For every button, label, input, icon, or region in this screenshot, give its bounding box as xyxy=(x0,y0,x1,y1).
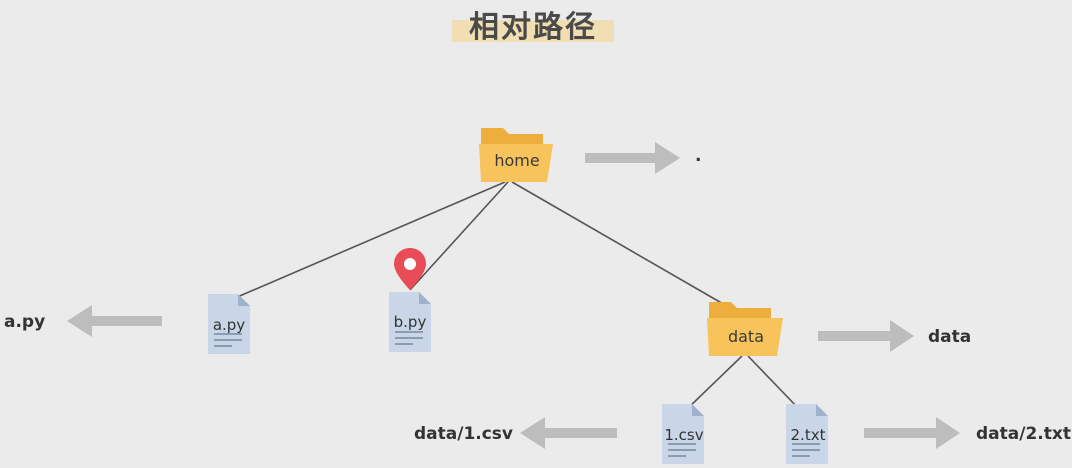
path-label-csv: data/1.csv xyxy=(414,424,514,444)
folder-label-home: home xyxy=(494,151,540,170)
arrow-data-right xyxy=(818,320,914,352)
arrow-a-left xyxy=(67,305,162,337)
page-title: 相对路径 xyxy=(469,10,597,45)
edge-home-data xyxy=(511,181,726,306)
home-folder-icon xyxy=(479,128,553,182)
arrow-csv-left xyxy=(520,417,617,449)
file-icon-csv xyxy=(662,404,704,464)
data-folder-icon xyxy=(707,302,783,356)
edge-data-txt xyxy=(747,355,801,411)
file-icon-txt xyxy=(786,404,828,464)
arrow-home-right xyxy=(585,142,680,174)
edge-home-b xyxy=(409,181,509,291)
file-label-txt: 2.txt xyxy=(790,426,826,444)
location-pin-icon xyxy=(394,248,426,290)
file-icon-b xyxy=(389,292,431,352)
file-label-b: b.py xyxy=(393,313,427,331)
file-label-a: a.py xyxy=(212,316,246,334)
path-label-data: data xyxy=(928,327,972,347)
file-icon-a xyxy=(208,294,250,354)
title-highlight xyxy=(452,20,614,42)
path-label-home: . xyxy=(695,146,702,166)
arrow-txt-right xyxy=(864,417,960,449)
edge-data-csv xyxy=(685,355,743,411)
path-label-a: a.py xyxy=(4,312,46,332)
file-label-csv: 1.csv xyxy=(664,426,704,444)
edge-home-a xyxy=(234,181,506,299)
folder-label-data: data xyxy=(727,327,765,346)
path-label-txt: data/2.txt xyxy=(976,424,1071,444)
